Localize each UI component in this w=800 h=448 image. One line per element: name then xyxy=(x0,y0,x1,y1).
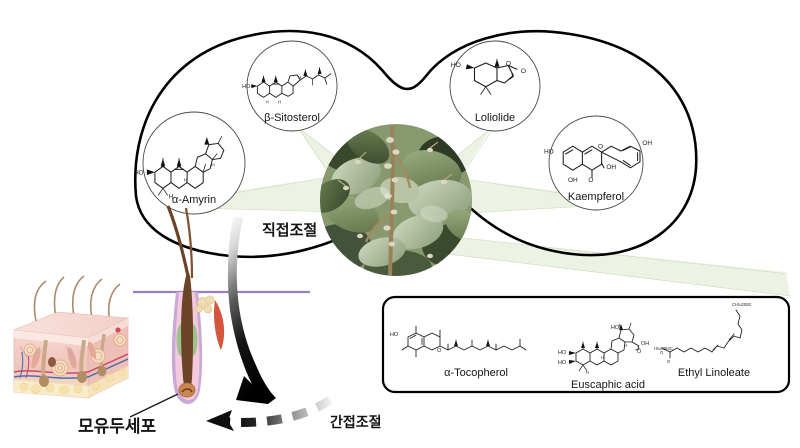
ethyl-linoleate-structure: H\u2083C O O CH\u2083 xyxy=(654,302,752,364)
svg-text:CH\u2083: CH\u2083 xyxy=(732,302,752,307)
compound-circle-sitosterol[interactable]: HO H H H β-Sitosterol xyxy=(242,40,338,132)
secondary-compound-panel[interactable] xyxy=(381,295,791,394)
euscaphic-acid-structure: HO HO HO OH O H H H xyxy=(558,322,649,375)
svg-text:.: . xyxy=(197,185,198,190)
svg-text:H: H xyxy=(601,355,604,360)
amyrin-structure: HO H H H . xyxy=(134,136,225,201)
svg-text:O: O xyxy=(588,177,593,184)
skin-block-illustration xyxy=(13,275,130,399)
indirect-regulation-arrow xyxy=(206,396,333,431)
svg-text:HO: HO xyxy=(390,332,398,338)
svg-text:H: H xyxy=(586,370,589,375)
svg-text:O: O xyxy=(667,359,671,364)
svg-text:H: H xyxy=(298,75,301,80)
svg-text:HO: HO xyxy=(544,148,554,155)
direct-regulation-arrow xyxy=(227,216,276,404)
compound-circle-amyrin[interactable]: HO H H H . α-Amyrin xyxy=(134,111,246,215)
svg-text:H: H xyxy=(211,162,215,168)
indirect-regulation-label: 간접조절 xyxy=(330,415,382,431)
svg-text:O: O xyxy=(521,68,526,75)
fat-lobules xyxy=(19,368,126,395)
svg-text:O: O xyxy=(437,348,441,354)
svg-text:HO: HO xyxy=(611,325,619,331)
papilla-leader-line xyxy=(129,393,179,418)
sebaceous-gland xyxy=(195,295,215,314)
compound-circle-loliolide[interactable]: HO O O Loliolide xyxy=(449,40,541,132)
compound-label-tocopherol: α-Tocopherol xyxy=(444,367,508,379)
svg-text:H\u2083C: H\u2083C xyxy=(654,346,673,351)
svg-text:HO: HO xyxy=(451,62,461,69)
compound-label-sitosterol: β-Sitosterol xyxy=(264,112,320,124)
svg-text:OH: OH xyxy=(641,341,649,347)
compound-label-euscaphic: Euscaphic acid xyxy=(571,379,645,391)
compound-circle-kaempferol[interactable]: HO OH OH O O OH Kaempferol xyxy=(544,115,652,211)
svg-text:H: H xyxy=(624,343,627,348)
svg-text:OH: OH xyxy=(606,164,616,171)
svg-text:O: O xyxy=(637,349,641,355)
svg-text:O: O xyxy=(598,144,603,151)
hair-follicle-illustration xyxy=(166,205,225,405)
arrector-pili-muscle xyxy=(213,300,225,350)
svg-text:H: H xyxy=(266,99,269,104)
compound-label-amyrin: α-Amyrin xyxy=(172,194,216,206)
direct-regulation-label: 직접조절 xyxy=(262,221,318,239)
compound-label-loliolide: Loliolide xyxy=(475,112,515,124)
fan-to-bottom-panel xyxy=(431,235,791,297)
compound-label-linoleate: Ethyl Linoleate xyxy=(678,367,750,379)
svg-text:O: O xyxy=(660,350,664,355)
svg-text:O: O xyxy=(506,61,511,68)
dermal-papilla-cell-label: 모유두세포 xyxy=(78,417,157,437)
svg-text:H: H xyxy=(169,194,173,201)
kaempferol-structure: HO OH OH O O OH xyxy=(544,140,652,184)
svg-text:HO: HO xyxy=(558,360,566,366)
svg-text:OH: OH xyxy=(642,140,652,147)
tocopherol-structure: HO O xyxy=(390,325,527,358)
svg-text:HO: HO xyxy=(134,170,143,177)
loliolide-structure: HO O O xyxy=(451,58,526,95)
svg-text:HO: HO xyxy=(558,350,566,356)
svg-text:H: H xyxy=(278,99,281,104)
sitosterol-structure: HO H H H xyxy=(242,67,332,104)
svg-text:H: H xyxy=(184,177,188,183)
svg-text:HO: HO xyxy=(242,84,251,90)
svg-text:OH: OH xyxy=(568,177,578,184)
compound-label-kaempferol: Kaempferol xyxy=(568,191,624,203)
